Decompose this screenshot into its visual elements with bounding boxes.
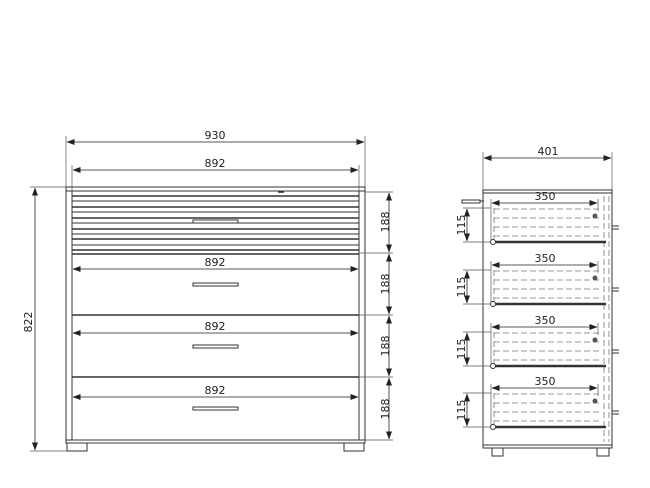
overall-width-label: 930 <box>205 129 226 142</box>
section-height-label: 188 <box>379 399 392 420</box>
side-drawer-1: 350 115 <box>455 190 619 245</box>
drawer-3: 892 <box>72 384 359 411</box>
section-height-dimensions: 188 188 188 188 <box>359 191 393 441</box>
drawer-height-label: 115 <box>455 215 468 236</box>
handle <box>192 219 239 224</box>
lock-icon <box>592 213 598 219</box>
drawer-width-label: 892 <box>205 320 226 333</box>
tambour-door <box>72 195 359 255</box>
side-drawer-3: 350 115 <box>455 314 619 369</box>
foot <box>596 447 610 457</box>
drawer-height-label: 115 <box>455 400 468 421</box>
side-view: 401 350 115 350 115 350 115 350 115 <box>455 145 619 457</box>
drawer-depth-label: 350 <box>535 375 556 388</box>
handle <box>192 406 239 411</box>
section-height-label: 188 <box>379 212 392 233</box>
lock-icon <box>592 275 598 281</box>
lock-icon <box>592 398 598 404</box>
overall-height-label: 822 <box>22 312 35 333</box>
cabinet-side <box>482 189 613 449</box>
section-height-label: 188 <box>379 274 392 295</box>
handle <box>192 344 239 349</box>
handle <box>192 282 239 287</box>
drawer-depth-label: 350 <box>535 314 556 327</box>
foot <box>343 442 365 452</box>
drawer-height-label: 115 <box>455 339 468 360</box>
front-view: 930 892 <box>22 129 393 452</box>
drawer-1: 892 <box>72 256 359 316</box>
foot <box>66 442 88 452</box>
overall-depth-label: 401 <box>538 145 559 158</box>
section-height-label: 188 <box>379 336 392 357</box>
drawer-width-label: 892 <box>205 256 226 269</box>
side-drawer-4: 350 115 <box>455 375 619 430</box>
inner-width-label: 892 <box>205 157 226 170</box>
drawer-2: 892 <box>72 320 359 378</box>
drawer-height-label: 115 <box>455 277 468 298</box>
side-drawer-2: 350 115 <box>455 252 619 307</box>
lock-icon <box>592 337 598 343</box>
lock-key-icon <box>461 199 484 204</box>
foot <box>491 447 504 457</box>
drawer-width-label: 892 <box>205 384 226 397</box>
drawer-depth-label: 350 <box>535 252 556 265</box>
drawer-depth-label: 350 <box>535 190 556 203</box>
